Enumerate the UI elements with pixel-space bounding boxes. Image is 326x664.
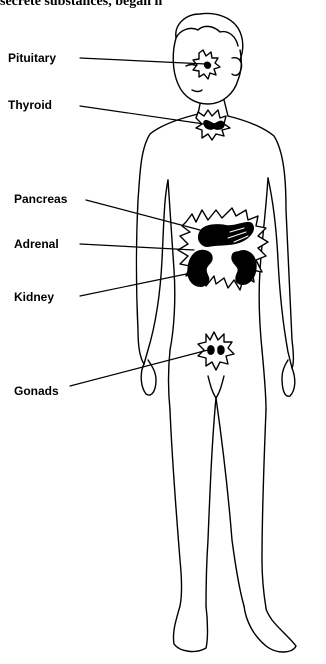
pancreas-leader [86,200,200,230]
abdominal-glands-icon [178,208,268,290]
gonads-leader [70,350,208,386]
pituitary-gland-icon [193,50,220,79]
body-outline [137,14,297,652]
thyroid-leader [80,106,204,124]
kidney-leader [80,272,196,296]
label-thyroid: Thyroid [8,98,52,112]
label-pancreas: Pancreas [14,192,67,206]
label-pituitary: Pituitary [8,51,56,65]
label-adrenal: Adrenal [14,237,59,251]
pituitary-leader [80,58,206,64]
label-gonads: Gonads [14,384,59,398]
thyroid-gland-icon [196,110,230,140]
label-kidney: Kidney [14,290,54,304]
